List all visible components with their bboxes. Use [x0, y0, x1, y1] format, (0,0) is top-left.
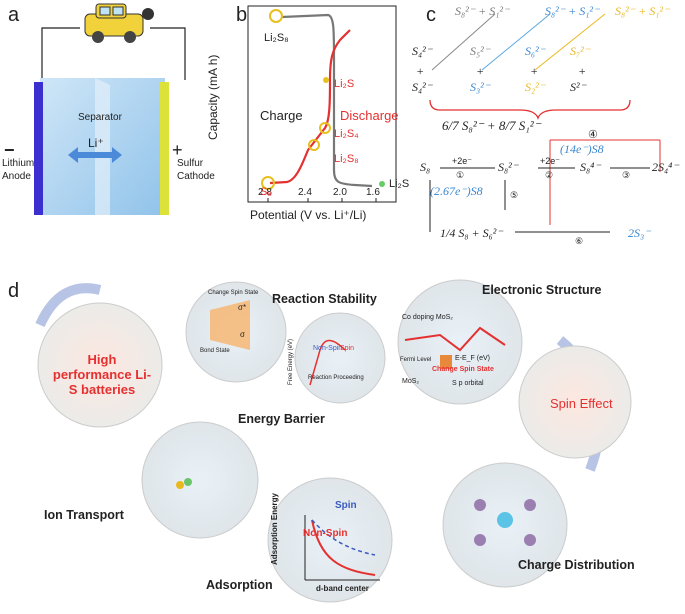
top-yellow-eq: S₈²⁻ + S₁²⁻	[615, 4, 670, 18]
bottom-eq: 1/4 S₈ + S₆²⁻	[440, 226, 503, 240]
sigma-label: σ	[240, 330, 245, 339]
b-xlabel: Potential (V vs. Li⁺/Li)	[250, 208, 367, 222]
reaction-stability-title: Reaction Stability	[272, 292, 377, 306]
spin-effect-title: Spin Effect	[550, 396, 613, 411]
plus-1: +	[416, 64, 425, 78]
two-e-2: +2e⁻	[540, 156, 561, 166]
sp-orbital-label: S p orbital	[452, 380, 484, 387]
cathode-line1: Sulfur	[177, 158, 204, 169]
s7-species: S₇²⁻	[570, 44, 591, 58]
b-ylabel: Capacity (mA h)	[206, 54, 220, 140]
energy-barrier-title: Energy Barrier	[238, 412, 325, 426]
step-1: ①	[456, 170, 465, 180]
anode-line1: Lithium	[2, 158, 35, 169]
bond-state-label: Bond State	[200, 348, 230, 354]
s5-species: S₅²⁻	[470, 44, 491, 58]
c267-label: (2.67e⁻)S8	[430, 184, 483, 198]
plus-2: +	[476, 64, 485, 78]
panel-b-letter: b	[236, 4, 248, 26]
s8-start: S₈	[420, 160, 431, 174]
reaction-proceeding-label: Reaction Proceeding	[308, 375, 364, 381]
mos2-label: MoS₂	[402, 378, 420, 385]
step-3: ③	[622, 170, 631, 180]
non-spin2-label: Non-Spin	[303, 528, 348, 539]
plus-3: +	[530, 64, 539, 78]
sigma-star-label: σ*	[238, 303, 247, 312]
s8-2-species: S₈²⁻	[498, 160, 519, 174]
step-5: ⑤	[510, 190, 519, 200]
c14-label: (14e⁻)S8	[560, 142, 604, 156]
s4-b: S₄²⁻	[412, 80, 433, 94]
change-spin-state2-label: Change Spin State	[432, 366, 494, 373]
li2s4-label: Li₂S₄	[334, 128, 359, 140]
b-xtick-16: 1.6	[366, 187, 380, 198]
ion-transport-title: Ion Transport	[44, 508, 124, 522]
minus-sign: −	[4, 140, 15, 160]
reaction-scheme	[429, 13, 661, 233]
b-xtick-28: 2.8	[258, 187, 272, 198]
two-e-1: +2e⁻	[452, 156, 473, 166]
discharge-label: Discharge	[340, 108, 399, 123]
center-goal: High performance Li-S batteries	[52, 352, 152, 397]
panel-d-letter: d	[8, 280, 20, 302]
co-doping-label: Co doping MoS₂	[402, 314, 453, 321]
non-spin-label: Non-Spin	[313, 345, 343, 352]
charge-discharge-plot	[247, 5, 397, 203]
car-icon	[84, 3, 154, 43]
charge-label: Charge	[260, 108, 303, 123]
charge-distribution-title: Charge Distribution	[518, 558, 635, 572]
li2s8-top-label: Li₂S₈	[264, 32, 289, 44]
panel-c-letter: c	[426, 4, 436, 26]
anode-line2: Anode	[2, 171, 31, 182]
adsorption-title: Adsorption	[206, 578, 273, 592]
top-gray-eq: S₈²⁻ + S₁²⁻	[455, 4, 510, 18]
frac-eq: 6/7 S₈²⁻ + 8/7 S₁²⁻	[442, 118, 541, 133]
separator-label: Separator	[78, 112, 122, 123]
spin2-label: Spin	[335, 500, 357, 511]
s3-radical: 2S₃⁻	[628, 226, 651, 240]
s8-label: S₈	[260, 186, 272, 198]
plus-sign: +	[172, 140, 183, 160]
s8-4-species: S₈⁴⁻	[580, 160, 601, 174]
battery-diagram	[34, 3, 186, 215]
electronic-structure-title: Electronic Structure	[482, 283, 602, 297]
s3-species: S₃²⁻	[470, 80, 491, 94]
e-ef-label: E-E_F (eV)	[455, 355, 491, 362]
adsorption-energy-label: Adsorption Energy	[270, 492, 279, 565]
s2-species: S₂²⁻	[525, 80, 546, 94]
panel-a-letter: a	[8, 4, 20, 26]
step-6: ⑥	[575, 236, 584, 246]
s6-species: S₆²⁻	[525, 44, 546, 58]
b-xtick-20: 2.0	[333, 187, 347, 198]
li-ion-label: Li⁺	[88, 136, 104, 150]
plus-4: +	[578, 64, 587, 78]
fermi-level-label: Fermi Level	[400, 357, 432, 363]
s4-species: S₄²⁻	[412, 44, 433, 58]
change-spin-state-label: Change Spin State	[208, 290, 259, 296]
cathode-line2: Cathode	[177, 171, 215, 182]
step-2: ②	[545, 170, 554, 180]
li2s-bottom-label: Li₂S	[389, 178, 410, 190]
dband-label: d-band center	[316, 584, 369, 593]
s1-species: S²⁻	[570, 80, 586, 94]
free-energy-label: Free Energy (eV)	[288, 338, 294, 385]
b-xtick-24: 2.4	[298, 187, 312, 198]
s4-end: 2S₄⁴⁻	[652, 160, 679, 174]
gear-diagram	[35, 279, 632, 603]
step-4: ④	[588, 129, 598, 141]
li2s-red-label: Li₂S	[334, 78, 355, 90]
li2s8-red-label: Li₂S₈	[334, 153, 359, 165]
top-blue-eq: S₈²⁻ + S₁²⁻	[545, 4, 600, 18]
spin-label: Spin	[340, 345, 355, 352]
